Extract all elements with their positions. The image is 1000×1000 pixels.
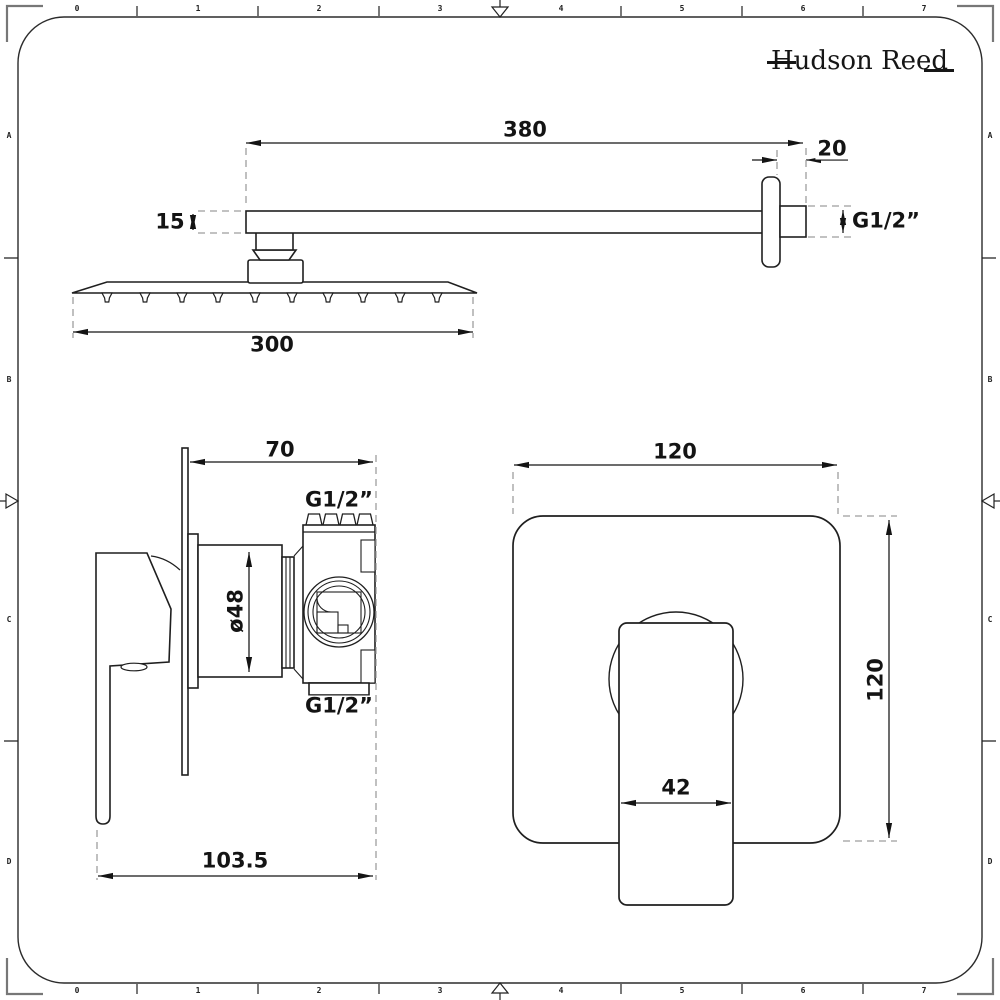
left-center-arrow: [5, 492, 20, 510]
handle-screw-detail: [120, 662, 148, 672]
dim-overall-depth-label: 103.5: [199, 848, 271, 873]
valve-front-view: [512, 515, 841, 906]
arm-wall-pipe: [779, 205, 807, 238]
ruler-top-6: 6: [800, 4, 806, 13]
ruler-bottom-0: 0: [74, 986, 80, 995]
bottom-center-arrow: [490, 982, 510, 994]
head-connector-block: [247, 259, 304, 284]
shower-head-extension-lines: [72, 148, 856, 338]
tee-outlet-circle-inner: [312, 585, 366, 639]
valve-handle-side: [95, 552, 172, 825]
escutcheon-side: [187, 533, 199, 689]
ruler-right-c: C: [987, 615, 993, 624]
tee-side-port-bottom: [360, 649, 376, 684]
ruler-right-b: B: [987, 375, 993, 384]
ruler-left-c: C: [6, 615, 12, 624]
dim-body-diameter-label: ø48: [223, 587, 248, 635]
dim-handle-width-label: 42: [659, 775, 693, 800]
corner-crop-marks: [5, 4, 995, 996]
tee-cartridge-detail: [316, 591, 362, 634]
tee-outlet-circle-mid: [307, 580, 371, 644]
tee-side-port-top: [360, 539, 376, 573]
right-center-arrow: [980, 492, 995, 510]
ruler-top-7: 7: [921, 4, 927, 13]
ruler-bottom-1: 1: [195, 986, 201, 995]
ruler-left-b: B: [6, 375, 12, 384]
logo-tail-stroke: [924, 69, 954, 72]
dim-plate-width-label: 120: [651, 439, 699, 464]
ruler-top-4: 4: [558, 4, 564, 13]
dim-head-width-label: 300: [248, 332, 296, 357]
ruler-bottom-3: 3: [437, 986, 443, 995]
head-connector-neck: [255, 231, 294, 251]
handle-plate-arc: [150, 555, 181, 571]
dim-arm-length-label: 380: [501, 117, 549, 142]
cylinder-ring-block: [281, 556, 295, 669]
ruler-bottom-2: 2: [316, 986, 322, 995]
ruler-right-a: A: [987, 131, 993, 140]
dim-wall-clearance-label: 20: [815, 136, 849, 161]
dim-depth-to-plate-label: 70: [263, 437, 297, 462]
dim-plate-height-label: 120: [863, 656, 888, 704]
shower-head-plate: [71, 281, 478, 294]
valve-front-dimensions: [514, 461, 893, 838]
brand-logo-text: Hudson Reed: [771, 46, 949, 76]
dim-arm-thickness-label: 15: [153, 209, 187, 234]
shower-head-dimensions: [73, 139, 848, 336]
wall-plate-side: [181, 447, 189, 776]
wall-flange: [761, 176, 781, 268]
ruler-bottom-4: 4: [558, 986, 564, 995]
ruler-top-1: 1: [195, 4, 201, 13]
ruler-top-0: 0: [74, 4, 80, 13]
tee-top-thread: [303, 513, 375, 533]
logo-lead-stroke: [767, 61, 796, 64]
ruler-bottom-7: 7: [921, 986, 927, 995]
valve-side-extension-lines: [96, 455, 377, 880]
arm-thread-label: G1/2”: [850, 208, 922, 233]
ruler-bottom-6: 6: [800, 986, 806, 995]
valve-front-extension-lines: [512, 472, 897, 842]
ruler-right-d: D: [987, 857, 993, 866]
valve-top-thread-label: G1/2”: [303, 487, 375, 512]
ruler-top-3: 3: [437, 4, 443, 13]
valve-bottom-thread-label: G1/2”: [303, 693, 375, 718]
ruler-left-d: D: [6, 857, 12, 866]
tee-bottom-stub: [308, 682, 370, 696]
ruler-bottom-5: 5: [679, 986, 685, 995]
shower-head-nozzles: [101, 292, 443, 303]
head-connector-taper: [251, 249, 298, 261]
cylinder-ring-lines: [285, 545, 304, 680]
brand-logo: Hudson Reed: [767, 46, 961, 80]
ruler-top-5: 5: [679, 4, 685, 13]
tee-outlet-circle-outer: [303, 576, 375, 648]
ruler-left-a: A: [6, 131, 12, 140]
shower-arm-bar: [245, 210, 765, 234]
valve-side-dimensions: [98, 458, 373, 880]
ruler-top-2: 2: [316, 4, 322, 13]
shower-head-side-view: [71, 176, 807, 303]
top-center-arrow: [490, 6, 510, 18]
valve-handle-front: [618, 622, 734, 906]
ruler-ticks: [4, 6, 996, 994]
